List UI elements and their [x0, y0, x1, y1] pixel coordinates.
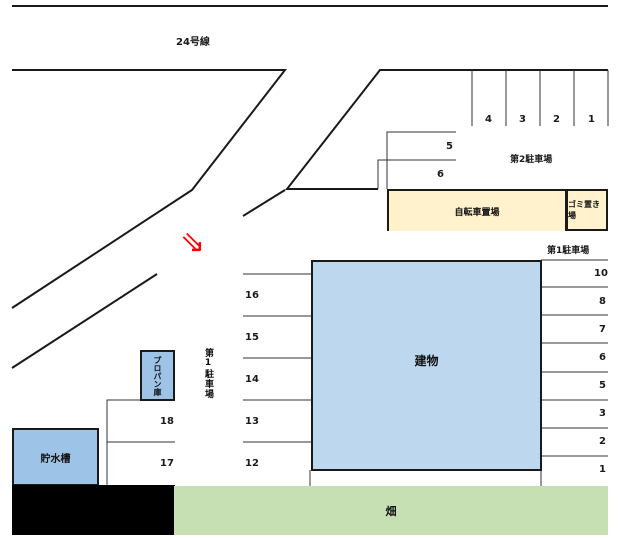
- p2-space-6: 6: [437, 169, 444, 180]
- field: 畑: [174, 486, 608, 535]
- p1-space-16: 16: [245, 290, 259, 301]
- p1-space-18: 18: [160, 416, 174, 427]
- p2-space-3: 3: [519, 114, 526, 125]
- p1-space-15: 15: [245, 332, 259, 343]
- black-area: [12, 485, 175, 535]
- p2-space-2: 2: [553, 114, 560, 125]
- p1-space-5: 5: [599, 380, 606, 391]
- entrance-arrow-icon: ⇘: [180, 225, 206, 260]
- parking1-label: 第1駐車場: [547, 246, 590, 256]
- propane-storage: プロパン庫: [140, 350, 175, 401]
- parking1-vertical-label: 第1駐車場: [203, 348, 213, 399]
- p1-space-10: 10: [594, 268, 608, 279]
- p2-space-1: 1: [588, 114, 595, 125]
- p1-space-1: 1: [599, 464, 606, 475]
- p1-space-13: 13: [245, 416, 259, 427]
- p1-space-17: 17: [160, 458, 174, 469]
- bike-parking: 自転車置場: [387, 189, 567, 231]
- parking2-label: 第2駐車場: [510, 155, 553, 165]
- p1-space-6: 6: [599, 352, 606, 363]
- road-label: 24号線: [176, 37, 210, 48]
- p1-space-3: 3: [599, 408, 606, 419]
- p1-space-8: 8: [599, 296, 606, 307]
- building: 建物: [311, 260, 542, 471]
- p1-space-2: 2: [599, 436, 606, 447]
- p2-space-5: 5: [446, 141, 453, 152]
- p1-space-7: 7: [599, 324, 606, 335]
- p2-space-4: 4: [485, 114, 492, 125]
- water-tank: 貯水槽: [12, 428, 99, 486]
- garbage-area: ゴミ置き場: [566, 189, 608, 231]
- p1-space-14: 14: [245, 374, 259, 385]
- p1-space-12: 12: [245, 458, 259, 469]
